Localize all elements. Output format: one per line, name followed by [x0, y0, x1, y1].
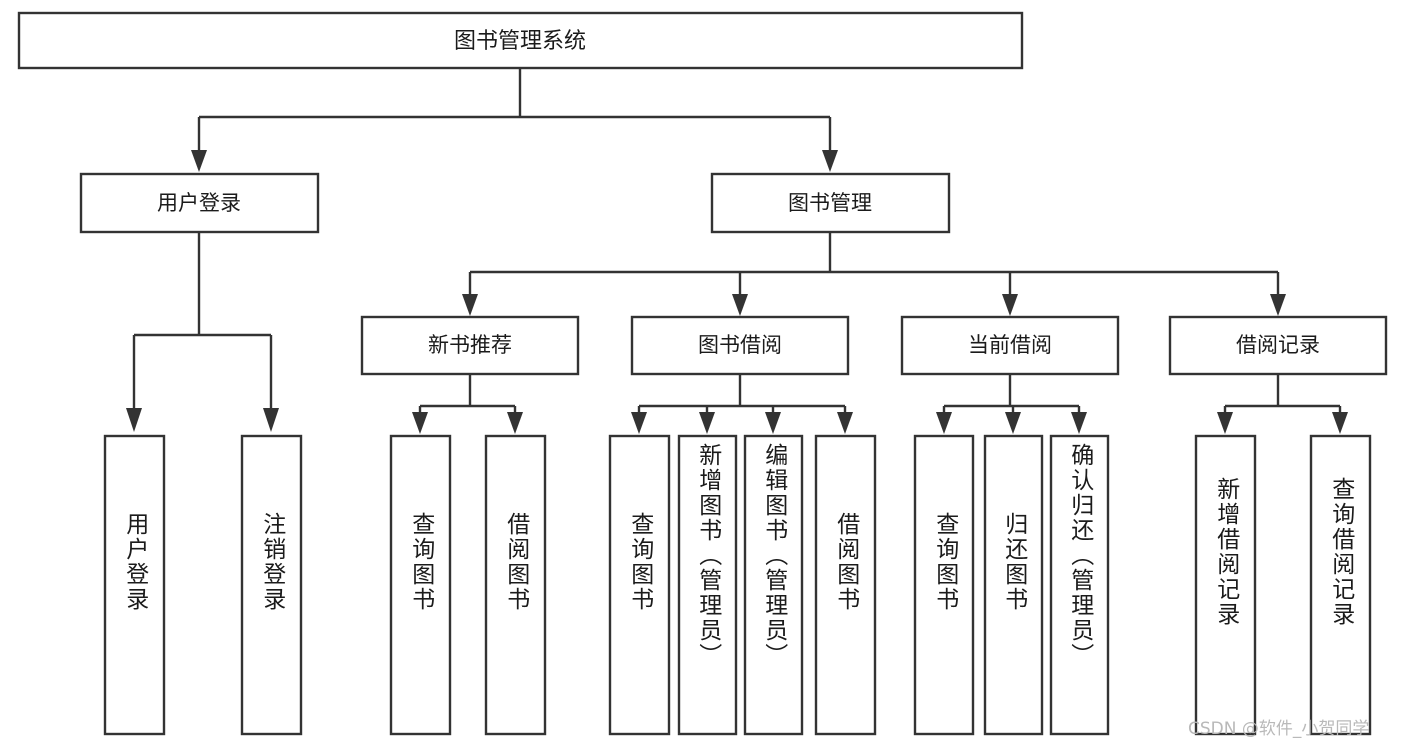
connector-layer — [126, 68, 1348, 434]
leaf-box-borrow-record-2[interactable] — [1309, 434, 1372, 736]
arrow-user-login-leaf-2 — [263, 408, 279, 432]
node-book-management-label: 图书管理 — [788, 191, 872, 215]
leaf-box-book-borrow-4[interactable] — [814, 434, 877, 736]
node-user-login-label: 用户登录 — [157, 191, 241, 215]
leaf-box-current-borrow-2[interactable] — [983, 434, 1044, 736]
leaf-box-user-login-1[interactable] — [103, 434, 166, 736]
arrow-to-book-borrow — [732, 294, 748, 316]
leaf-box-current-borrow-3[interactable] — [1049, 434, 1110, 736]
node-borrow-record-label: 借阅记录 — [1236, 333, 1320, 357]
node-new-book-recommend-label: 新书推荐 — [428, 333, 512, 357]
arrow-to-new-book-recommend — [462, 294, 478, 316]
node-borrow-record-box[interactable] — [1168, 315, 1388, 376]
node-book-borrow[interactable]: 图书借阅 — [630, 315, 850, 376]
leaf-box-current-borrow-1[interactable] — [913, 434, 975, 736]
arrow-book-borrow-leaf-2 — [699, 412, 715, 434]
leaf-box-layer — [103, 434, 1372, 736]
node-book-management-box[interactable] — [710, 172, 951, 234]
arrow-book-borrow-leaf-4 — [837, 412, 853, 434]
leaf-box-book-borrow-1[interactable] — [608, 434, 671, 736]
node-new-book-recommend-box[interactable] — [360, 315, 580, 376]
node-book-management[interactable]: 图书管理 — [710, 172, 951, 234]
arrow-to-current-borrow — [1002, 294, 1018, 316]
leaf-box-new-book-1[interactable] — [389, 434, 452, 736]
leaf-box-book-borrow-2[interactable] — [677, 434, 738, 736]
leaf-box-user-login-2[interactable] — [240, 434, 303, 736]
arrow-new-book-leaf-1 — [412, 412, 428, 434]
arrow-borrow-record-leaf-2 — [1332, 412, 1348, 434]
arrow-book-borrow-leaf-1 — [631, 412, 647, 434]
arrow-current-borrow-leaf-3 — [1071, 412, 1087, 434]
arrow-to-book-mgmt — [822, 150, 838, 172]
leaf-box-new-book-2[interactable] — [484, 434, 547, 736]
arrow-to-user-login — [191, 150, 207, 172]
arrow-current-borrow-leaf-2 — [1005, 412, 1021, 434]
node-current-borrow-box[interactable] — [900, 315, 1120, 376]
arrow-borrow-record-leaf-1 — [1217, 412, 1233, 434]
arrow-user-login-leaf-1 — [126, 408, 142, 432]
node-current-borrow[interactable]: 当前借阅 — [900, 315, 1120, 376]
node-current-borrow-label: 当前借阅 — [968, 333, 1052, 357]
node-root-box[interactable] — [17, 11, 1024, 70]
leaf-box-borrow-record-1[interactable] — [1194, 434, 1257, 736]
node-root-label: 图书管理系统 — [454, 29, 586, 54]
arrow-new-book-leaf-2 — [507, 412, 523, 434]
node-new-book-recommend[interactable]: 新书推荐 — [360, 315, 580, 376]
node-book-borrow-box[interactable] — [630, 315, 850, 376]
arrow-to-borrow-record — [1270, 294, 1286, 316]
node-root[interactable]: 图书管理系统 — [17, 11, 1024, 70]
leaf-box-book-borrow-3[interactable] — [743, 434, 804, 736]
node-user-login[interactable]: 用户登录 — [79, 172, 320, 234]
node-borrow-record[interactable]: 借阅记录 — [1168, 315, 1388, 376]
node-book-borrow-label: 图书借阅 — [698, 333, 782, 357]
arrow-book-borrow-leaf-3 — [765, 412, 781, 434]
arrow-current-borrow-leaf-1 — [936, 412, 952, 434]
node-user-login-box[interactable] — [79, 172, 320, 234]
